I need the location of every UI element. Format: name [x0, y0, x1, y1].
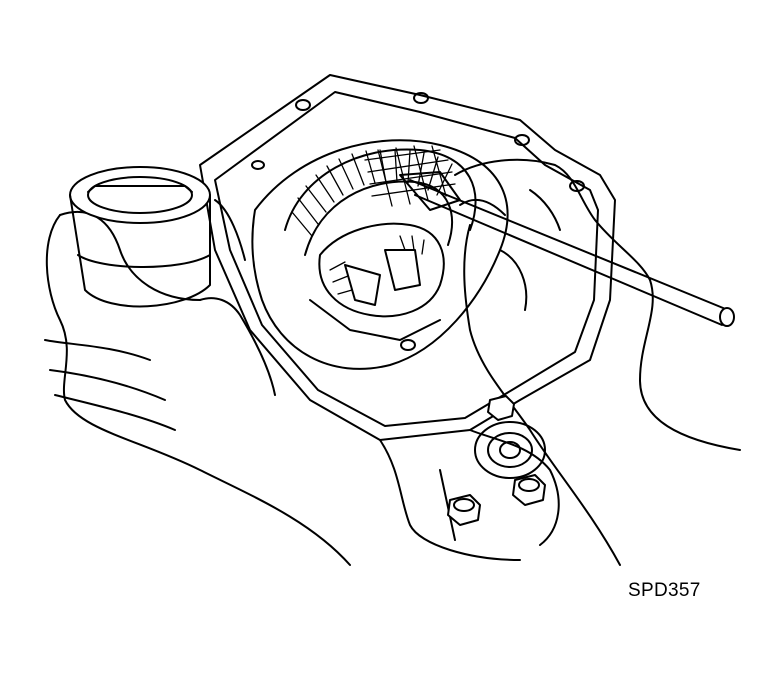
right-hand	[454, 158, 741, 566]
carrier-housing-flange	[199, 74, 616, 441]
housing-opening	[251, 139, 509, 370]
left-hand	[44, 199, 351, 566]
ring-gear	[284, 145, 477, 256]
figure-code-label: SPD357	[628, 580, 701, 601]
lower-housing	[379, 421, 560, 561]
applicator-rod	[399, 171, 735, 327]
bearing-race	[69, 166, 211, 308]
housing-bolts	[447, 395, 546, 526]
differential-case	[309, 222, 445, 341]
